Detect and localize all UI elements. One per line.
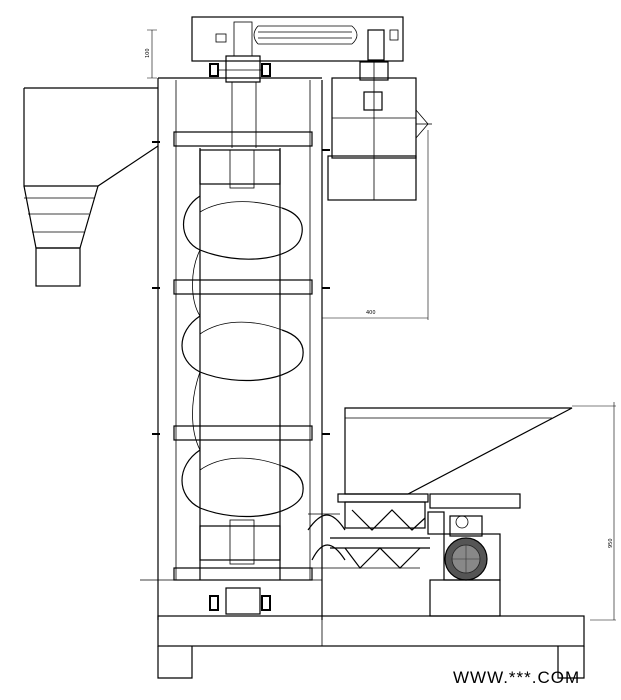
hopper-height-dimension: 950 [572,402,616,621]
column-flanges [152,131,330,581]
top-height-dimension: 100 [145,29,157,79]
watermark: WWW.***.COM [453,668,581,687]
spiral-screw [181,195,304,518]
screw-hubs [199,149,281,565]
top-height-label: 100 [145,48,151,58]
bottom-bearing [140,579,322,615]
main-column [157,77,323,620]
feed-screw [307,501,430,569]
motor-offset-dimension: 400 [322,130,429,320]
lower-hopper [337,407,573,503]
top-drive-cover [191,16,404,62]
feed-drive-motor [427,493,521,617]
top-bearing [209,55,271,83]
base-frame [157,615,585,679]
hopper-height-label: 950 [608,538,614,548]
feed-hopper [23,87,159,287]
gear-motor [327,61,432,201]
motor-offset-label: 400 [366,310,376,316]
